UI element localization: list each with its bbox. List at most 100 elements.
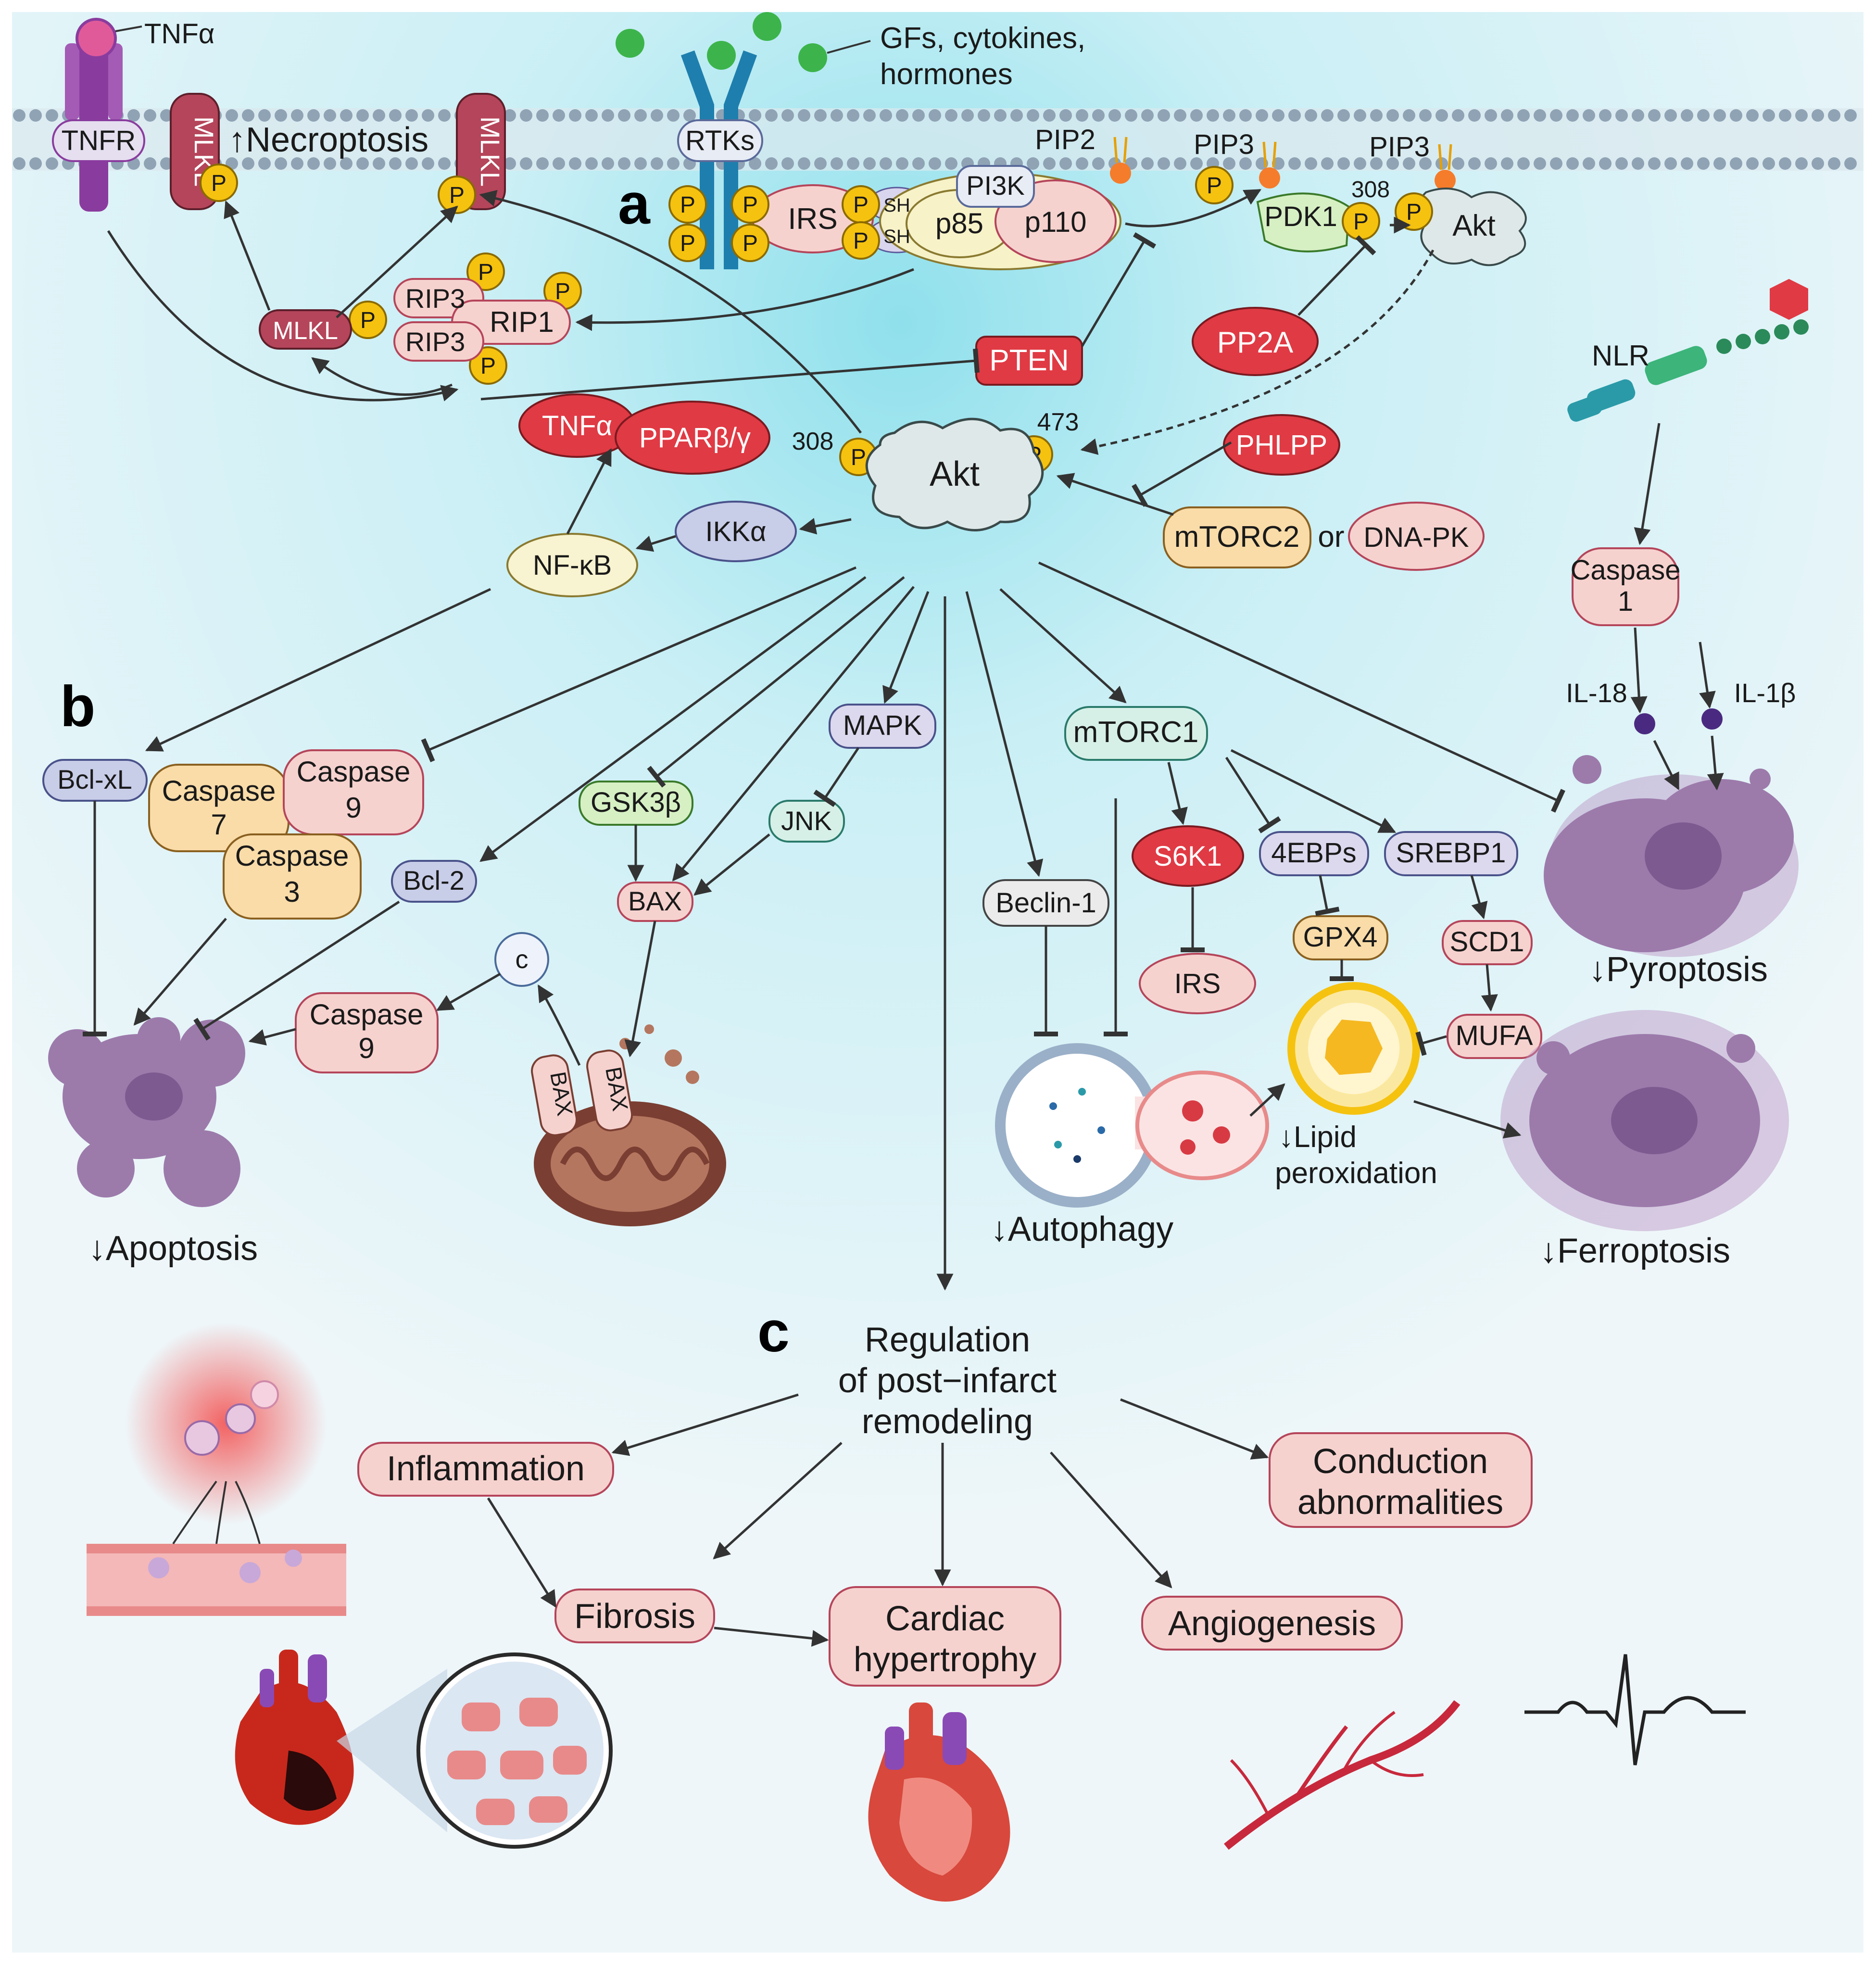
membrane-lipid-head: [438, 157, 451, 170]
gpx4-label: GPX4: [1303, 921, 1378, 953]
membrane-lipid-head: [634, 109, 647, 122]
membrane-lipid-head: [389, 157, 402, 170]
il1b-label: IL-1β: [1734, 678, 1796, 708]
site-308-top: 308: [1351, 177, 1390, 202]
membrane-lipid-head: [912, 157, 925, 170]
membrane-lipid-head: [896, 157, 908, 170]
membrane-lipid-head: [520, 157, 532, 170]
caspase3-node: [223, 833, 362, 920]
membrane-lipid-head: [667, 157, 680, 170]
membrane-lipid-head: [945, 109, 957, 122]
bax-node: [617, 882, 693, 922]
s6k1-node: [1132, 825, 1244, 887]
srebp1-node: [1384, 831, 1518, 876]
membrane-lipid-head: [520, 109, 532, 122]
mlkl-complex-label: MLKL: [273, 317, 338, 345]
beclin1-label: Beclin-1: [995, 887, 1096, 919]
membrane-lipid-head: [1207, 109, 1219, 122]
membrane-lipid-head: [1550, 157, 1562, 170]
ferroptosis-outcome: ↓Ferroptosis: [1540, 1232, 1730, 1270]
membrane-lipid-head: [438, 109, 451, 122]
irs-autophagy-node: [1139, 953, 1256, 1014]
caspase9-line1: Caspase: [297, 756, 411, 788]
membrane-lipid-head: [1566, 109, 1579, 122]
membrane-lipid-head: [831, 109, 843, 122]
membrane-lipid-head: [863, 109, 876, 122]
membrane-lipid-head: [1779, 109, 1791, 122]
membrane-lipid-head: [978, 109, 990, 122]
panel-letter-c: c: [757, 1299, 790, 1364]
membrane-lipid-head: [1043, 109, 1056, 122]
membrane-lipid-head: [356, 157, 369, 170]
phospho-marker-label: P: [211, 171, 227, 196]
inflammation-illustration: [87, 1323, 346, 1616]
phospho-marker-label: P: [680, 231, 695, 256]
membrane-lipid-head: [1664, 109, 1677, 122]
membrane-lipid-head: [1517, 157, 1530, 170]
membrane-lipid-head: [1534, 109, 1546, 122]
inflammation-label: Inflammation: [387, 1450, 585, 1488]
irs-autophagy-label: IRS: [1174, 968, 1221, 999]
phospho-marker-icon: [842, 221, 880, 260]
conduction-node: [1269, 1432, 1533, 1528]
membrane-lipid-head: [781, 157, 794, 170]
membrane-lipid-head: [1076, 157, 1088, 170]
phospho-marker-label: P: [680, 192, 695, 218]
mlkl-membrane-right: MLKL: [456, 93, 506, 210]
phospho-marker-label: P: [853, 192, 869, 218]
caspase9b-node: [295, 992, 439, 1073]
bclxl-label: Bcl-xL: [57, 764, 132, 794]
hypertrophy-node: [829, 1586, 1061, 1687]
membrane-lipid-head: [683, 109, 696, 122]
membrane-lipid-head: [1321, 109, 1334, 122]
caspase3-line1: Caspase: [235, 840, 349, 872]
pi3k-label: PI3K: [966, 170, 1024, 201]
panel-letter-b: b: [60, 674, 95, 739]
svg-text:MLKL: MLKL: [475, 116, 505, 187]
phospho-marker-label: P: [851, 445, 866, 470]
or-label: or: [1318, 520, 1344, 554]
membrane-lipid-head: [242, 109, 254, 122]
pip2-label: PIP2: [1035, 124, 1095, 155]
membrane-lipid-head: [1534, 157, 1546, 170]
membrane-lipid-head: [618, 157, 630, 170]
caspase7-line1: Caspase: [162, 775, 276, 807]
membrane-lipid-head: [1697, 109, 1710, 122]
fibrosis-label: Fibrosis: [574, 1597, 695, 1636]
membrane-lipid-head: [1256, 109, 1268, 122]
ecg-trace-icon: [1524, 1654, 1746, 1765]
gfs-label-line1: GFs, cytokines,: [880, 22, 1085, 55]
membrane-lipid-head: [160, 157, 173, 170]
caspase1-line1: Caspase: [1571, 555, 1681, 586]
membrane-lipid-head: [1092, 109, 1105, 122]
p110-label: p110: [1024, 206, 1086, 238]
membrane-lipid-head: [1027, 157, 1039, 170]
caspase1-node: [1572, 547, 1679, 626]
membrane-lipid-head: [765, 157, 778, 170]
phospho-marker-label: P: [478, 260, 493, 285]
membrane-lipid-head: [1125, 109, 1137, 122]
mitochondrion-icon: [531, 1024, 726, 1226]
membrane-lipid-head: [1583, 109, 1595, 122]
membrane-lipid-head: [324, 109, 336, 122]
akt-membrane-label: Akt: [1452, 209, 1496, 242]
mapk-label: MAPK: [843, 710, 922, 741]
membrane-lipid-head: [1305, 157, 1317, 170]
membrane-lipid-head: [585, 109, 598, 122]
membrane-lipid-head: [1730, 157, 1742, 170]
membrane-lipid-head: [1239, 157, 1252, 170]
pyroptosis-outcome: ↓Pyroptosis: [1589, 950, 1768, 989]
membrane-lipid-head: [1713, 109, 1726, 122]
caspase9-node: [283, 749, 424, 835]
membrane-lipid-head: [1501, 157, 1513, 170]
membrane-lipid-head: [1288, 109, 1301, 122]
mtorc1-label: mTORC1: [1073, 716, 1199, 749]
phospho-marker-label: P: [743, 192, 758, 218]
membrane-lipid-head: [602, 157, 614, 170]
rip3-bottom-label: RIP3: [405, 327, 466, 357]
membrane-lipid-head: [814, 157, 827, 170]
membrane-lipid-head: [1763, 157, 1775, 170]
membrane-lipid-head: [1239, 109, 1252, 122]
phlpp-label: PHLPP: [1236, 429, 1327, 461]
